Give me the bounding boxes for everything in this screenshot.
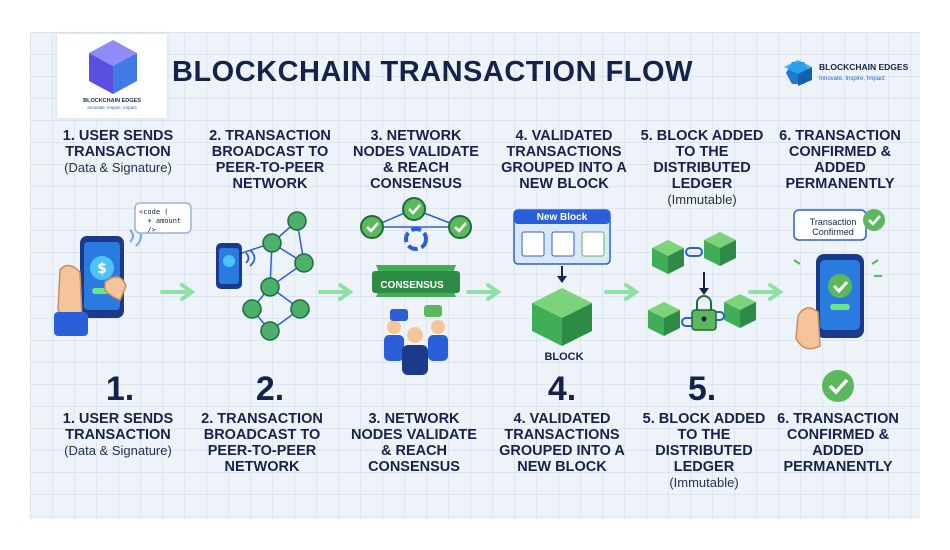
p2p-network-illustration [216,211,314,341]
step-5-title-bottom: 5. BLOCK ADDED TO THE DISTRIBUTED LEDGER… [634,411,774,491]
step-1-subtitle: (Data & Signature) [64,160,172,175]
flow-arrow-4 [604,283,640,301]
step-5-bottom-text: 5. BLOCK ADDED TO THE DISTRIBUTED LEDGER [642,411,766,475]
step-2-bottom-text: 2. TRANSACTION BROADCAST TO PEER-TO-PEER… [201,411,323,475]
step-3-title-text: 3. NETWORK NODES VALIDATE & REACH CONSEN… [353,128,479,192]
logo-card: BLOCKCHAIN EDGES Innovate, Inspire, Impa… [57,34,167,118]
step-2-title-bottom: 2. TRANSACTION BROADCAST TO PEER-TO-PEER… [192,411,332,475]
flow-arrow-5 [748,283,784,301]
new-block-illustration [513,209,611,346]
brand-tagline: Innovate, Inspire, Impact [819,76,885,82]
step-number-4: 4. [547,370,577,408]
step-2-title-top: 2. TRANSACTION BROADCAST TO PEER-TO-PEER… [200,128,340,192]
new-block-label: New Block [536,212,588,223]
step-number-5: 5. [687,370,717,408]
transaction-confirmed-label: Transaction Confirmed [809,217,857,237]
step-4-title-top: 4. VALIDATED TRANSACTIONS GROUPED INTO A… [494,128,634,192]
step-2-title-text: 2. TRANSACTION BROADCAST TO PEER-TO-PEER… [209,128,331,192]
blockchain-ledger-illustration [648,232,756,336]
svg-text:$: $ [97,261,107,277]
brand-cube-icon [784,60,812,86]
step-4-title-text: 4. VALIDATED TRANSACTIONS GROUPED INTO A… [501,128,627,192]
step-3-title-bottom: 3. NETWORK NODES VALIDATE & REACH CONSEN… [344,411,484,475]
logo-tagline: Innovate, Inspire, Impact [87,105,137,110]
code-bubble-icon [134,202,192,234]
step-4-title-bottom: 4. VALIDATED TRANSACTIONS GROUPED INTO A… [492,411,632,475]
confirmed-phone-illustration [793,209,885,350]
step-6-title-text: 6. TRANSACTION CONFIRMED & ADDED PERMANE… [779,128,901,192]
block-label: BLOCK [544,351,584,363]
checkmark-icon [822,370,854,402]
page-title: BLOCKCHAIN TRANSACTION FLOW [172,56,693,88]
step-5-bottom-subtitle: (Immutable) [669,475,739,490]
step-1-bottom-text: 1. USER SENDS TRANSACTION [62,411,174,443]
consensus-illustration [360,197,472,375]
step-6-title-bottom: 6. TRANSACTION CONFIRMED & ADDED PERMANE… [768,411,908,475]
brand-name: BLOCKCHAIN EDGES [819,62,909,72]
step-1-title-text: 1. USER SENDS TRANSACTION [62,128,174,160]
phone-in-hand-illustration: $ [54,225,142,336]
step-1-title-bottom: 1. USER SENDS TRANSACTION (Data & Signat… [48,411,188,459]
cube-logo-icon [89,40,137,94]
step-5-subtitle: (Immutable) [667,192,737,207]
infographic-background [30,32,920,519]
step-3-bottom-text: 3. NETWORK NODES VALIDATE & REACH CONSEN… [351,411,477,475]
step-number-1: 1. [105,370,135,408]
step-1-bottom-subtitle: (Data & Signature) [64,443,172,458]
flow-arrow-3 [466,283,502,301]
step-3-title-top: 3. NETWORK NODES VALIDATE & REACH CONSEN… [346,128,486,192]
step-6-title-top: 6. TRANSACTION CONFIRMED & ADDED PERMANE… [770,128,910,192]
step-number-2: 2. [255,370,285,408]
step-5-title-text: 5. BLOCK ADDED TO THE DISTRIBUTED LEDGER [640,128,764,192]
flow-arrow-2 [318,283,354,301]
flow-arrow-1 [160,283,196,301]
consensus-label: CONSENSUS [380,280,444,291]
brand-logo: BLOCKCHAIN EDGES Innovate, Inspire, Impa… [782,56,920,92]
step-4-bottom-text: 4. VALIDATED TRANSACTIONS GROUPED INTO A… [499,411,625,475]
step-6-bottom-text: 6. TRANSACTION CONFIRMED & ADDED PERMANE… [777,411,899,475]
step-5-title-top: 5. BLOCK ADDED TO THE DISTRIBUTED LEDGER… [632,128,772,208]
code-bubble-text: <code ( + amount /> [139,208,182,234]
step-1-title-top: 1. USER SENDS TRANSACTION (Data & Signat… [48,128,188,176]
logo-caption: BLOCKCHAIN EDGES [83,98,141,104]
